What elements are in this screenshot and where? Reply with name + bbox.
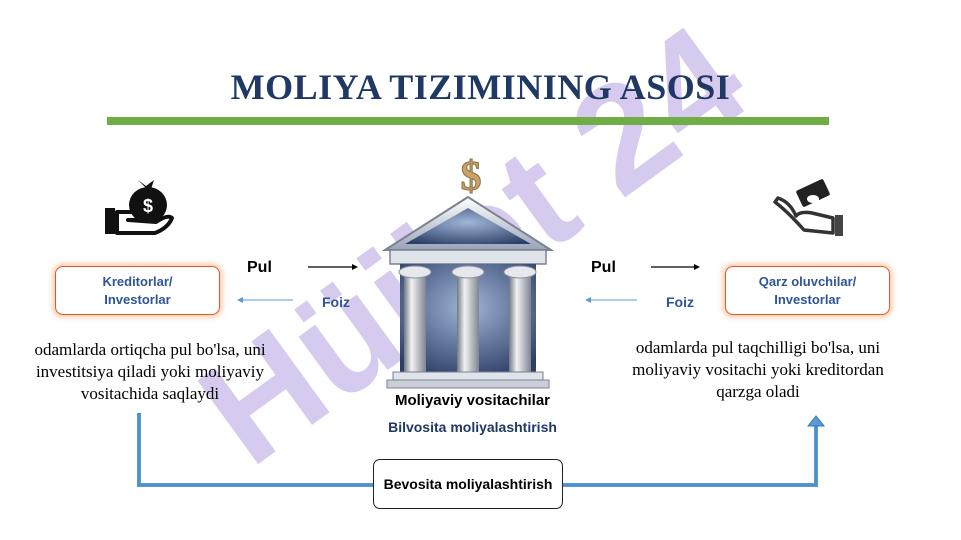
- lenders-box-label: Kreditorlar/ Investorlar: [102, 273, 173, 307]
- svg-text:$: $: [143, 196, 153, 216]
- borrowers-description: odamlarda pul taqchilligi bo'lsa, uni mo…: [632, 338, 884, 401]
- lenders-box: Kreditorlar/ Investorlar: [55, 266, 220, 315]
- direct-finance-box: Bevosita moliyalashtirish: [373, 459, 563, 509]
- money-bag-hand-icon: $: [105, 180, 174, 235]
- cash-hand-icon: [773, 179, 843, 236]
- borrowers-box: Qarz oluvchilar/ Investorlar: [725, 266, 890, 315]
- indirect-finance-label: Bilvosita moliyalashtirish: [388, 419, 557, 435]
- interest-label-left: Foiz: [322, 294, 350, 310]
- money-label-left: Pul: [247, 259, 272, 276]
- money-label-right: Pul: [591, 259, 616, 276]
- title-underline: [107, 117, 829, 125]
- page-title: MOLIYA TIZIMINING ASOSI: [230, 67, 731, 107]
- interest-label-right: Foiz: [666, 294, 694, 310]
- dollar-sign-icon: $: [460, 154, 482, 201]
- borrowers-box-label: Qarz oluvchilar/ Investorlar: [758, 273, 857, 307]
- direct-finance-label: Bevosita moliyalashtirish: [383, 475, 553, 492]
- lenders-description: odamlarda ortiqcha pul bo'lsa, uni inves…: [34, 340, 266, 403]
- direct-finance-arrowhead: [806, 415, 826, 427]
- bank-building-icon: [381, 195, 555, 389]
- svg-text:$: $: [461, 154, 482, 200]
- intermediary-label: Moliyaviy vositachilar: [394, 392, 551, 409]
